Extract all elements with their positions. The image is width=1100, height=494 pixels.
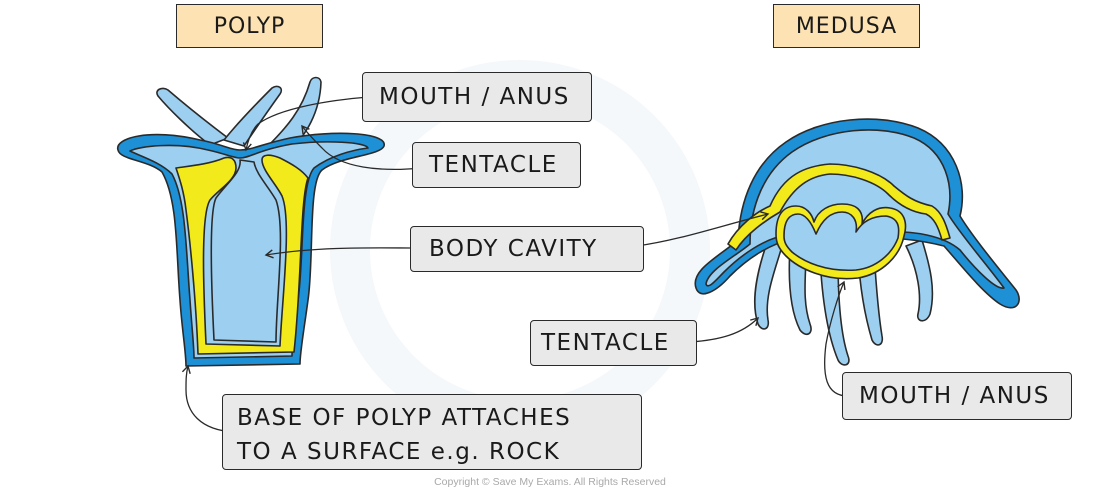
polyp-tentacle-leader <box>301 124 423 170</box>
polyp-mesoglea <box>175 154 309 355</box>
polyp-base-leader <box>181 364 235 433</box>
polyp-body-cavity <box>210 159 282 343</box>
polyp-tentacle-left <box>156 87 229 146</box>
medusa-manubrium-inner <box>783 211 900 272</box>
polyp-base-label-line2: TO A SURFACE e.g. ROCK <box>237 439 561 465</box>
polyp-body-cavity-label: BODY CAVITY <box>410 226 644 272</box>
copyright-notice: Copyright © Save My Exams. All Rights Re… <box>434 476 666 488</box>
medusa-mouth-anus-label: MOUTH / ANUS <box>842 372 1072 420</box>
medusa-tentacle-leader <box>689 317 759 343</box>
medusa-mouth-leader <box>823 280 849 397</box>
polyp-title: POLYP <box>176 4 323 48</box>
polyp-illustration <box>117 76 385 367</box>
medusa-cavity-leader <box>636 211 770 247</box>
medusa-illustration <box>694 118 1020 366</box>
polyp-base-label: BASE OF POLYP ATTACHES TO A SURFACE e.g.… <box>222 394 642 470</box>
medusa-tentacle-1 <box>753 239 783 330</box>
medusa-tentacle-2 <box>788 247 812 336</box>
polyp-mouth-anus-label: MOUTH / ANUS <box>362 72 592 122</box>
polyp-tentacle-label: TENTACLE <box>412 142 581 188</box>
medusa-tentacle-5 <box>905 239 934 322</box>
medusa-mesoglea <box>727 163 951 251</box>
polyp-cavity-leader <box>264 247 418 259</box>
medusa-title: MEDUSA <box>773 4 920 48</box>
polyp-mouth-leader <box>242 96 370 152</box>
medusa-tentacle-label: TENTACLE <box>530 320 697 366</box>
leader-lines <box>181 96 849 433</box>
polyp-base-label-line1: BASE OF POLYP ATTACHES <box>237 405 572 431</box>
